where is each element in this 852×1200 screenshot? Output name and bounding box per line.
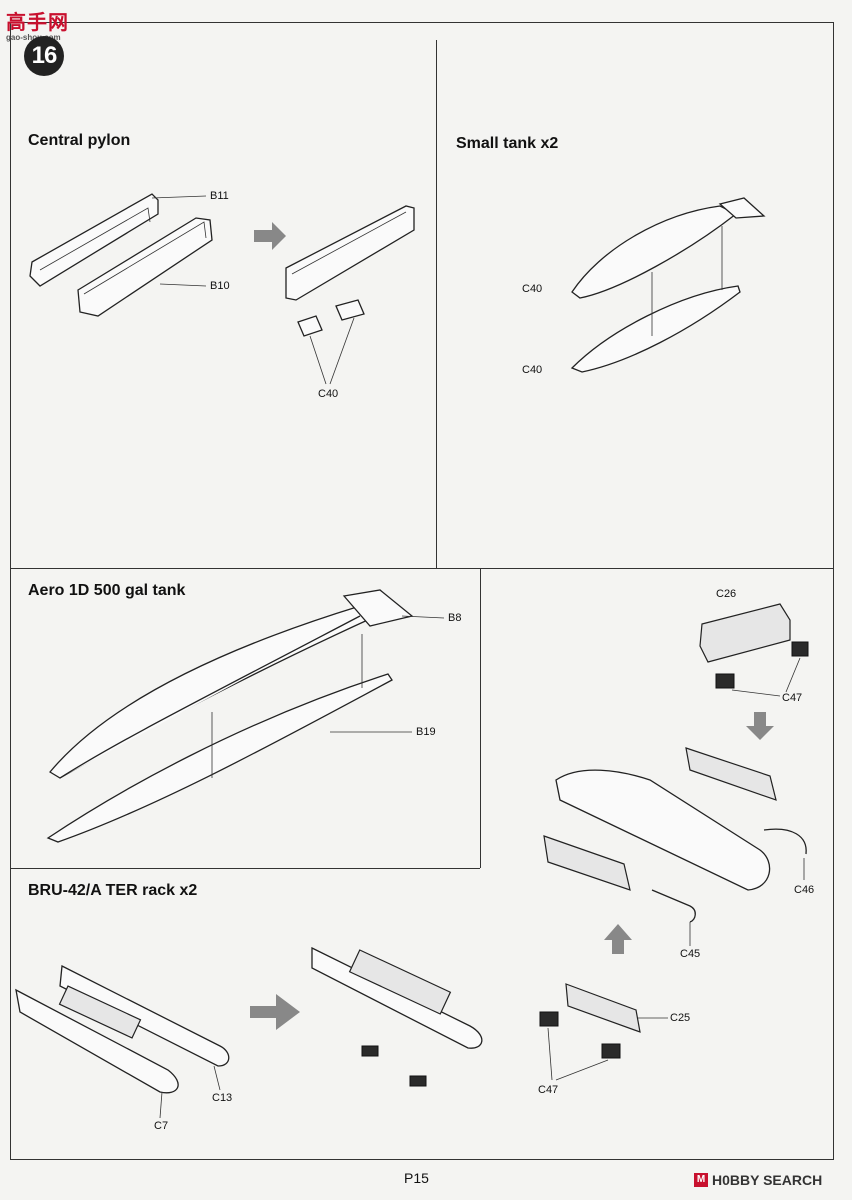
pylon-b10-detail — [83, 221, 207, 295]
leader-c47-bottom-b — [555, 1059, 609, 1081]
ter-c46-pipe — [763, 828, 807, 855]
aero-tank-title: Aero 1D 500 gal tank — [28, 582, 186, 599]
part-label-c13: C13 — [212, 1092, 233, 1104]
part-label-c26: C26 — [716, 588, 737, 600]
pylon-fitting-right — [335, 299, 365, 321]
ter-c47-top-a — [715, 673, 735, 689]
divider-vertical-middle — [480, 568, 482, 868]
part-label-c45: C45 — [680, 948, 701, 960]
ter-upper-rail — [685, 747, 777, 801]
ter-main-body — [555, 769, 771, 891]
pylon-fitting-left — [297, 315, 323, 337]
leader-c40-a — [309, 335, 327, 385]
divider-horizontal-aero — [10, 868, 480, 870]
part-label-c40-tank-top: C40 — [522, 283, 543, 295]
bru-rack-illustration — [15, 946, 483, 1119]
aero-tank-nose-detail — [59, 615, 361, 779]
part-label-c40-tank-bottom: C40 — [522, 364, 543, 376]
part-label-c25: C25 — [670, 1012, 691, 1024]
aero-tank-fin — [342, 589, 414, 627]
hobby-search-logo-icon: M — [694, 1173, 708, 1187]
watermark-top-main: 高手网 — [6, 10, 69, 34]
aero-tank-lower-half — [46, 673, 393, 843]
central-pylon-title: Central pylon — [28, 132, 131, 149]
bru-assembled — [311, 946, 483, 1049]
ter-c25-part — [565, 983, 641, 1033]
pylon-assembled-detail — [291, 211, 407, 275]
bru-assembled-body — [348, 949, 452, 1015]
part-label-c46: C46 — [794, 884, 815, 896]
bru-c7-fittings — [58, 985, 142, 1039]
leader-c47-bottom-a — [547, 1027, 553, 1081]
part-label-b11: B11 — [210, 190, 229, 202]
ter-left-rail — [543, 835, 631, 891]
small-tank-illustration — [570, 197, 766, 373]
part-label-b8: B8 — [448, 612, 462, 624]
part-label-c40-pylon: C40 — [318, 388, 339, 400]
small-tank-title: Small tank x2 — [456, 135, 559, 152]
divider-horizontal-middle — [10, 568, 834, 570]
ter-c47-bottom-a — [539, 1011, 559, 1027]
bru-rack-title: BRU-42/A TER rack x2 — [28, 882, 198, 899]
part-label-c7: C7 — [154, 1120, 169, 1132]
leader-b10 — [159, 283, 207, 287]
bru-half-c7 — [15, 988, 179, 1094]
small-tank-lower-half — [570, 285, 741, 373]
aero-tank-illustration — [46, 589, 445, 843]
bru-half-c13 — [59, 964, 230, 1067]
leader-c47-top-a — [731, 689, 781, 697]
page-frame — [10, 22, 834, 1160]
ter-c26-part — [699, 603, 791, 663]
divider-vertical-top — [436, 40, 438, 568]
pylon-assembled — [285, 205, 415, 301]
small-tank-fin — [718, 197, 766, 219]
ter-c47-top-b — [791, 641, 809, 657]
arrow-down-ter — [746, 712, 774, 740]
leader-b11 — [151, 195, 207, 199]
leader-c40-b — [329, 317, 355, 385]
leader-c47-top-b — [785, 657, 801, 693]
pylon-half-b10 — [77, 217, 213, 317]
step-number-badge: 16 — [24, 36, 64, 76]
ter-c47-bottom-b — [601, 1043, 621, 1059]
part-label-c47-bottom: C47 — [538, 1084, 559, 1096]
page-number: P15 — [404, 1170, 429, 1186]
leader-c7 — [159, 1091, 163, 1119]
part-label-c47-top: C47 — [782, 692, 803, 704]
ter-assembly-illustration — [539, 603, 809, 1081]
central-pylon-illustration — [29, 193, 415, 385]
leader-b8 — [401, 615, 445, 619]
bru-lug-1 — [361, 1045, 379, 1057]
watermark-bottom-text: H0BBY SEARCH — [712, 1172, 823, 1188]
leader-c13 — [213, 1065, 221, 1091]
part-label-b19: B19 — [416, 726, 436, 738]
pylon-half-b11 — [29, 193, 159, 287]
arrow-right-pylon — [254, 222, 286, 250]
arrow-right-bru — [250, 994, 300, 1030]
arrow-up-ter — [604, 924, 632, 954]
small-tank-upper-half — [571, 205, 738, 299]
watermark-bottom: M H0BBY SEARCH — [694, 1172, 822, 1188]
bru-lug-2 — [409, 1075, 427, 1087]
part-label-b10: B10 — [210, 280, 230, 292]
pylon-b11-detail — [39, 207, 151, 271]
ter-c45-pipe — [651, 889, 696, 923]
